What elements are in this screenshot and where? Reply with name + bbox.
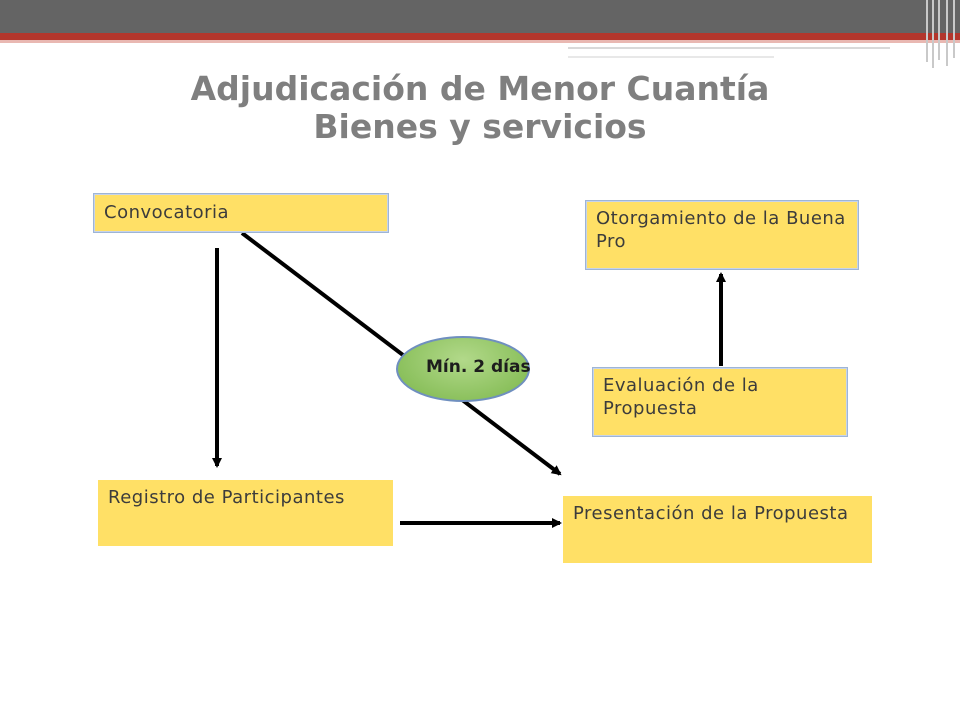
box-evaluacion-label: Evaluación de la Propuesta bbox=[603, 375, 759, 419]
slide-title: Adjudicación de Menor Cuantía Bienes y s… bbox=[0, 70, 960, 146]
box-evaluacion: Evaluación de la Propuesta bbox=[592, 367, 848, 437]
arrow-convocatoria-to-presentacion bbox=[240, 231, 562, 476]
box-presentacion: Presentación de la Propuesta bbox=[563, 496, 872, 563]
decorative-rule bbox=[568, 47, 890, 49]
header-bar bbox=[0, 0, 960, 33]
box-otorgamiento-label: Otorgamiento de la Buena Pro bbox=[596, 208, 846, 252]
decorative-vertical-lines bbox=[920, 0, 960, 68]
box-registro-label: Registro de Participantes bbox=[108, 487, 345, 508]
min-days-callout bbox=[396, 336, 530, 402]
slide-title-line1: Adjudicación de Menor Cuantía bbox=[190, 69, 770, 108]
min-days-label: Mín. 2 días bbox=[426, 357, 531, 377]
box-registro: Registro de Participantes bbox=[98, 480, 393, 546]
box-presentacion-label: Presentación de la Propuesta bbox=[573, 503, 849, 524]
box-convocatoria-label: Convocatoria bbox=[104, 202, 230, 223]
box-convocatoria: Convocatoria bbox=[93, 193, 389, 233]
accent-band bbox=[0, 33, 960, 40]
box-otorgamiento: Otorgamiento de la Buena Pro bbox=[585, 200, 859, 270]
decorative-rule bbox=[568, 56, 774, 58]
accent-band-thin bbox=[0, 40, 960, 43]
slide-title-line2: Bienes y servicios bbox=[313, 107, 647, 146]
